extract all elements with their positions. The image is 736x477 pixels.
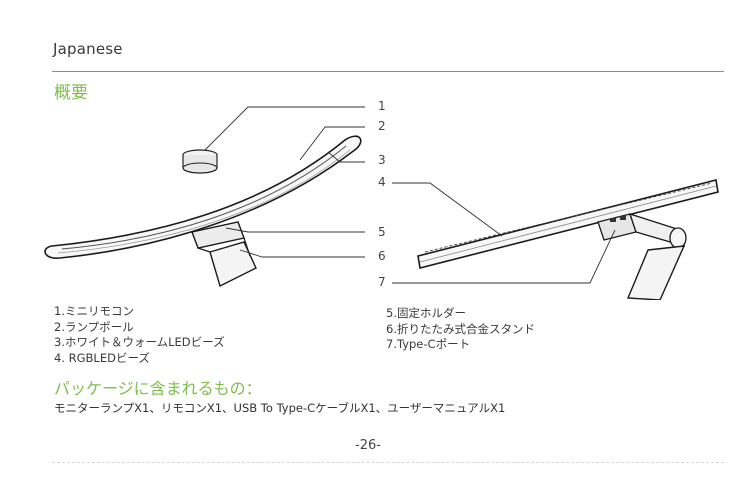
footer-divider — [52, 462, 724, 463]
part-item: 3.ホワイト＆ウォームLEDビーズ — [54, 335, 225, 349]
callout-6: 6 — [378, 249, 386, 263]
lamp-bar-right-drawing — [417, 179, 719, 269]
callout-3: 3 — [378, 153, 386, 167]
callout-5: 5 — [378, 225, 386, 239]
language-heading: Japanese — [53, 40, 123, 58]
stand-right-drawing — [597, 212, 687, 300]
lamp-bar-left-drawing — [44, 135, 362, 259]
part-item: 6.折りたたみ式合金スタンド — [386, 321, 535, 336]
remote-control-drawing — [182, 149, 218, 174]
part-item: 2.ランプポール — [54, 319, 134, 334]
part-item: 1.ミニリモコン — [54, 304, 134, 318]
section-title: 概要 — [54, 83, 88, 103]
package-contents-title: パッケージに含まれるもの： — [54, 379, 262, 398]
part-item: 7.Type-Cポート — [386, 337, 471, 351]
callout-2: 2 — [378, 119, 386, 133]
part-item: 5.固定ホルダー — [386, 306, 466, 320]
part-item: 4. RGBLEDビーズ — [54, 350, 150, 365]
package-contents-text: モニターランプX1、リモコンX1、USB To Type-CケーブルX1、ユーザ… — [54, 401, 506, 415]
callout-7: 7 — [378, 275, 386, 289]
product-illustration — [44, 106, 719, 300]
page-number: -26- — [355, 438, 381, 453]
parts-list-right: 5.固定ホルダー 6.折りたたみ式合金スタンド 7.Type-Cポート — [386, 306, 535, 353]
callout-1: 1 — [378, 99, 386, 113]
header-divider — [52, 71, 724, 72]
leader-lines — [204, 106, 616, 284]
parts-list-left: 1.ミニリモコン 2.ランプポール 3.ホワイト＆ウォームLEDビーズ 4. R… — [54, 304, 225, 366]
callout-4: 4 — [378, 175, 386, 189]
